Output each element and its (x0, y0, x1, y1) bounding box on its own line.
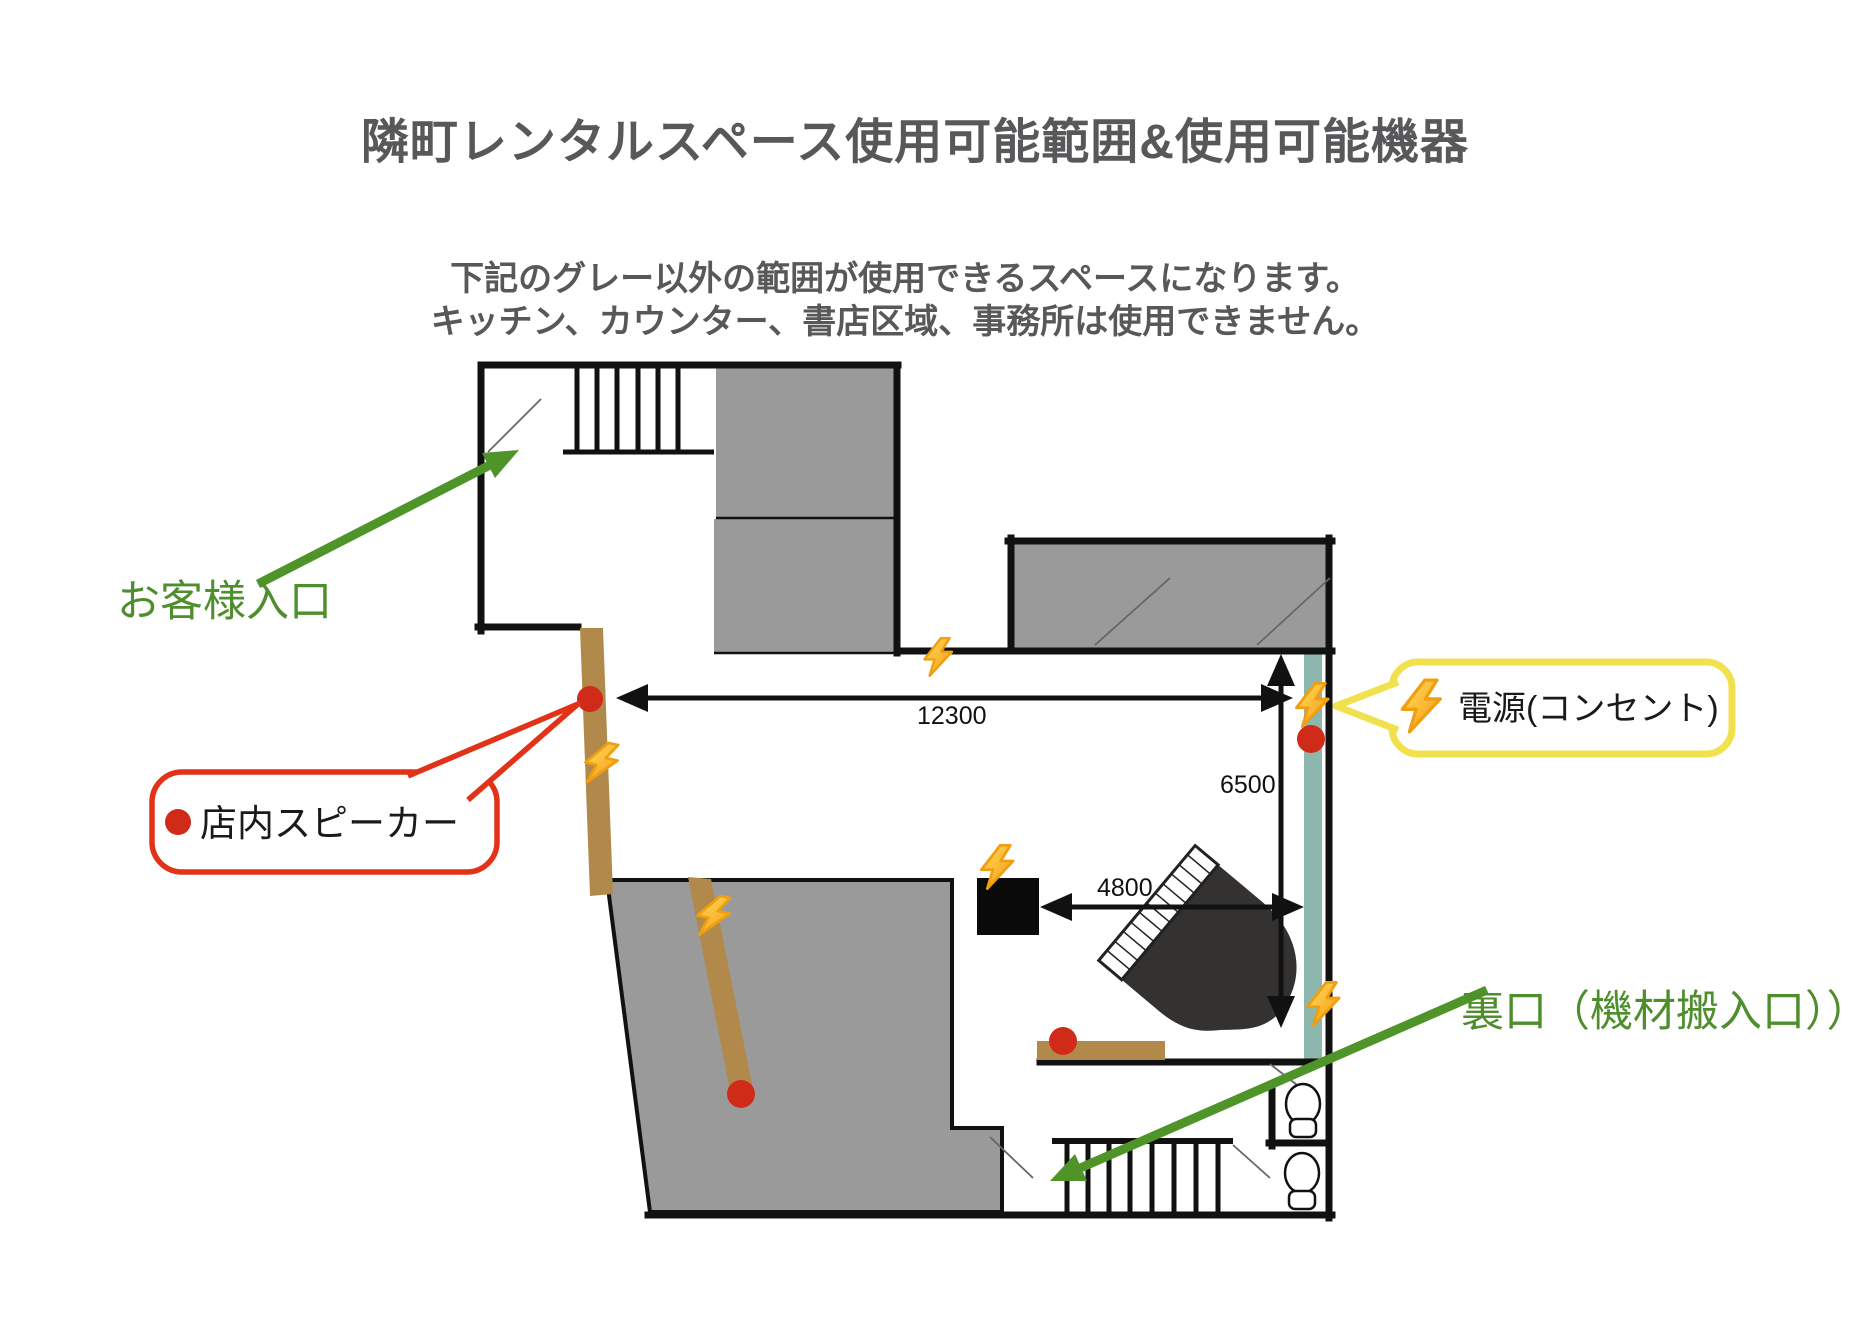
dimension-clearance-value: 4800 (1097, 874, 1153, 902)
customer-entrance-annotation: お客様入口 (117, 450, 519, 626)
speaker-dots (577, 686, 1325, 1108)
lightning-icon (923, 637, 954, 677)
page-title: 隣町レンタルスペース使用可能範囲&使用可能機器 (361, 116, 1469, 169)
customer-entrance-label: お客様入口 (117, 578, 332, 626)
speaker-callout-label: 店内スピーカー (200, 803, 459, 844)
walls (474, 361, 1336, 1222)
back-entrance-label: 裏口（機材搬入口）） (1461, 988, 1870, 1036)
kitchen-block-lower (714, 519, 897, 653)
speaker-dot-icon (165, 809, 191, 835)
dimension-room-depth: 6500 (1220, 654, 1295, 1028)
amp-box (977, 878, 1039, 935)
arrow-head (1050, 1154, 1087, 1181)
power-callout: 電源(コンセント) (1332, 658, 1736, 758)
office-block (1011, 541, 1329, 651)
kitchen-block-upper (716, 362, 898, 519)
dimension-piano-clearance: 4800 (1040, 874, 1304, 921)
dimension-depth-value: 6500 (1220, 771, 1276, 799)
power-callout-label: 電源(コンセント) (1458, 690, 1719, 728)
outlet-wall-strip (1304, 653, 1322, 1060)
stairs-top-icon (563, 368, 714, 455)
subtitle-line-1: 下記のグレー以外の範囲が使用できるスペースになります。 (450, 259, 1360, 298)
arrow-head (482, 450, 519, 478)
speaker-dot-icon (1297, 725, 1325, 753)
back-entrance-annotation: 裏口（機材搬入口）） (1050, 985, 1870, 1181)
subtitle-line-2: キッチン、カウンター、書店区域、事務所は使用できません。 (431, 303, 1380, 341)
toilet-icons (1283, 1082, 1322, 1211)
speaker-dot-icon (1049, 1027, 1077, 1055)
dimension-width-value: 12300 (917, 702, 987, 730)
speaker-dot-icon (727, 1080, 755, 1108)
speaker-callout: 店内スピーカー (149, 701, 581, 875)
dimension-room-width: 12300 (616, 684, 1293, 730)
speaker-dot-icon (577, 686, 603, 712)
bookstore-area (604, 878, 1004, 1214)
